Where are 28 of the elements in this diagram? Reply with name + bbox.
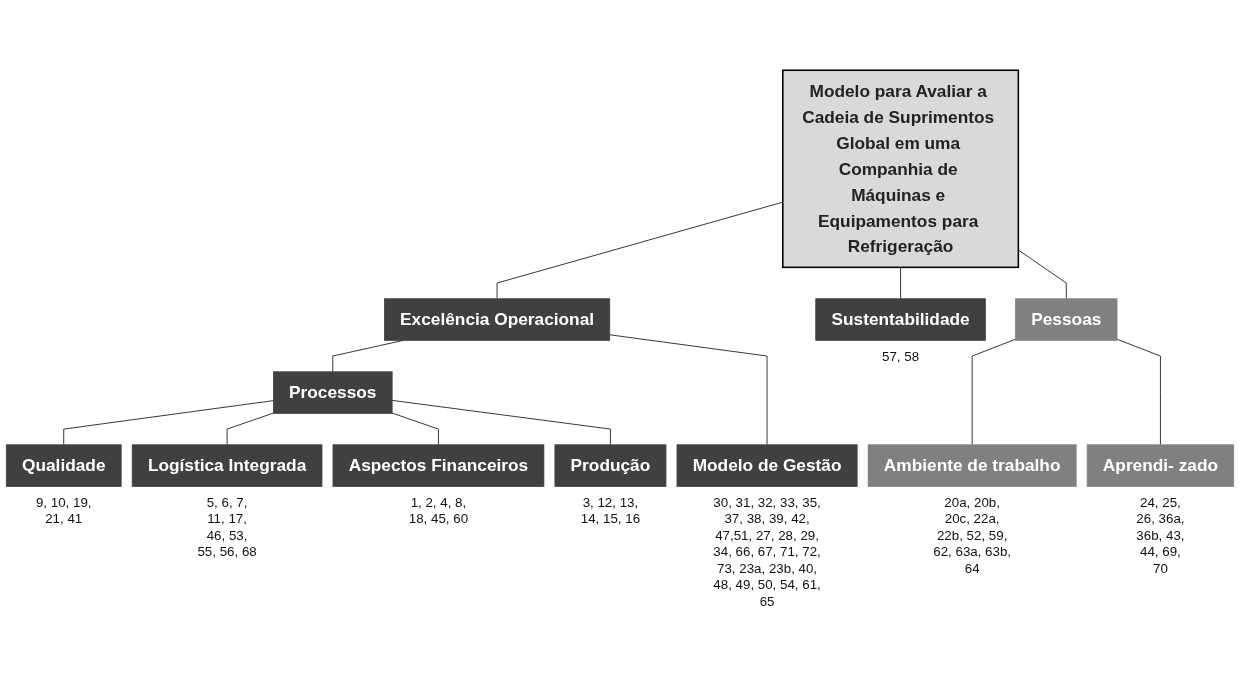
item-number-list: 1, 2, 4, 8, 18, 45, 60 xyxy=(408,494,469,527)
item-number-list: 20a, 20b, 20c, 22a, 22b, 52, 59, 62, 63a, 63b, 64 xyxy=(933,494,1012,576)
node-box: Ambiente de trabalho xyxy=(867,444,1077,487)
node-box: Sustentabilidade xyxy=(815,298,986,341)
connector xyxy=(900,266,901,300)
node-box: Processos xyxy=(272,371,393,414)
item-number-list: 30, 31, 32, 33, 35, 37, 38, 39, 42, 47,51, 27, 28, 29, 34, 66, 67, 71, 72, 73, 23a, 23b, 40, 48, 49, 50, 54, 61, 65 xyxy=(713,494,821,609)
connector xyxy=(971,338,1016,446)
node-box: Modelo para Avaliar a Cadeia de Suprimentos Global em uma Companhia de Máquinas e Equipamentos para Refrigeração xyxy=(782,69,1020,269)
node-box: Produção xyxy=(554,444,667,487)
node-box: Pessoas xyxy=(1015,298,1118,341)
node-box: Modelo de Gestão xyxy=(676,444,858,487)
connector xyxy=(391,400,611,446)
node-box: Aprendi- zado xyxy=(1086,444,1235,487)
connector xyxy=(1116,338,1161,446)
node-box: Logística Integrada xyxy=(131,444,323,487)
node-box: Aspectos Financeiros xyxy=(332,444,545,487)
node-box: Excelência Operacional xyxy=(384,298,611,341)
item-number-list: 57, 58 xyxy=(882,348,920,364)
item-number-list: 24, 25, 26, 36a, 36b, 43, 44, 69, 70 xyxy=(1136,494,1185,576)
connector xyxy=(391,412,439,446)
connector xyxy=(226,412,274,446)
item-number-list: 3, 12, 13, 14, 15, 16 xyxy=(580,494,641,527)
connector xyxy=(609,334,768,446)
item-number-list: 5, 6, 7, 11, 17, 46, 53, 55, 56, 68 xyxy=(197,494,257,560)
node-box: Qualidade xyxy=(5,444,122,487)
item-number-list: 9, 10, 19, 21, 41 xyxy=(35,494,92,527)
connector xyxy=(63,400,274,446)
